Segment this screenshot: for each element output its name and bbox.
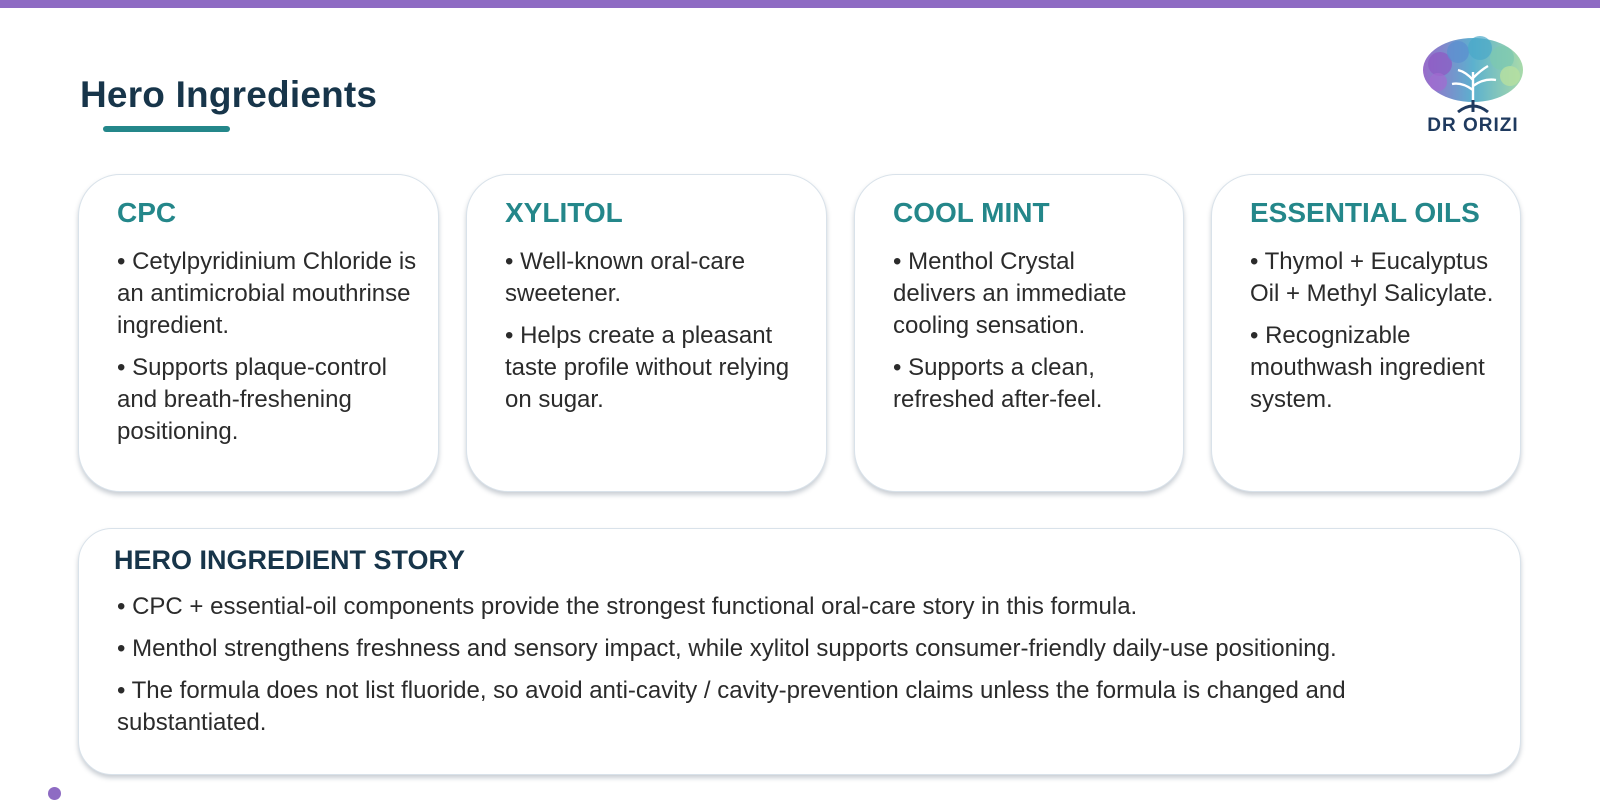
card-bullet: • Well-known oral-care sweetener. (505, 248, 746, 307)
card-bullet: • Menthol Crystal delivers an immediate … (893, 248, 1127, 339)
card-title: COOL MINT (893, 197, 1050, 228)
card-title: CPC (117, 197, 177, 228)
ingredient-card-cpc: CPC • Cetylpyridinium Chloride is an ant… (78, 174, 439, 492)
title-underline (103, 126, 230, 132)
top-accent-bar (0, 0, 1600, 8)
ingredient-card-xylitol: XYLITOL • Well-known oral-care sweetener… (466, 174, 827, 492)
card-bullet: • Recognizable mouthwash ingredient syst… (1250, 322, 1485, 413)
logo-text: DR ORIZI (1427, 115, 1519, 136)
hero-ingredient-story-panel: HERO INGREDIENT STORY • CPC + essential-… (78, 528, 1521, 775)
story-bullet: • Menthol strengthens freshness and sens… (117, 635, 1337, 662)
card-bullet: • Supports plaque-control and breath-fre… (117, 354, 387, 445)
card-title: XYLITOL (505, 197, 623, 228)
card-bullet: • Supports a clean, refreshed after-feel… (893, 354, 1103, 413)
tree-brain-logo-icon (1423, 36, 1523, 114)
card-bullet: • Thymol + Eucalyptus Oil + Methyl Salic… (1250, 248, 1494, 307)
story-bullet: • CPC + essential-oil components provide… (117, 593, 1138, 620)
card-bullet: • Cetylpyridinium Chloride is an antimic… (117, 248, 417, 339)
card-bullet: • Helps create a pleasant taste profile … (505, 322, 790, 413)
brand-logo: DR ORIZI (1418, 34, 1528, 138)
ingredient-card-essential-oils: ESSENTIAL OILS • Thymol + Eucalyptus Oil… (1211, 174, 1521, 492)
ingredient-card-cool-mint: COOL MINT • Menthol Crystal delivers an … (854, 174, 1184, 492)
card-title: ESSENTIAL OILS (1250, 197, 1480, 228)
dot-icon (48, 787, 61, 800)
story-title: HERO INGREDIENT STORY (114, 545, 466, 575)
page-title: Hero Ingredients (80, 74, 378, 115)
story-bullet: • The formula does not list fluoride, so… (117, 677, 1346, 736)
